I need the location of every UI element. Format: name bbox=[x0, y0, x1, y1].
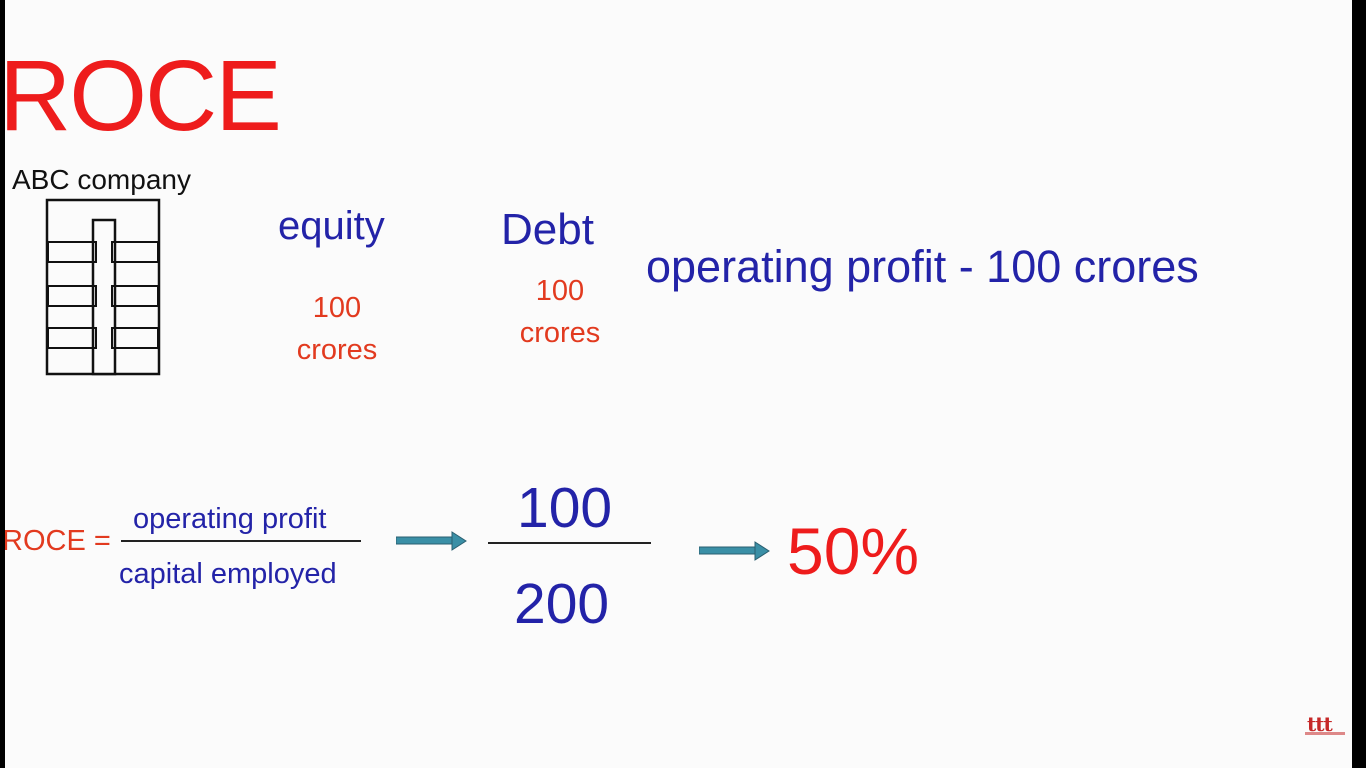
company-label: ABC company bbox=[12, 164, 191, 195]
debt-value: 100 crores bbox=[519, 275, 601, 349]
page-title: ROCE bbox=[5, 40, 282, 152]
watermark-underline bbox=[1305, 732, 1345, 735]
formula-numerator: operating profit bbox=[133, 503, 327, 535]
calculation-fraction-line bbox=[488, 542, 651, 544]
arrow-right-icon bbox=[699, 541, 770, 561]
calculation-numerator: 100 bbox=[517, 476, 613, 540]
operating-profit-text: operating profit - 100 crores bbox=[646, 241, 1199, 292]
calculation-denominator: 200 bbox=[514, 572, 610, 636]
result-value: 50% bbox=[787, 514, 920, 588]
building-icon bbox=[45, 198, 161, 376]
equity-label: equity bbox=[278, 204, 385, 248]
formula-label: ROCE = bbox=[5, 525, 111, 557]
slide: ROCE ABC company equity 100 crores Debt … bbox=[5, 0, 1352, 768]
equity-value: 100 crores bbox=[296, 292, 378, 366]
arrow-right-icon bbox=[396, 531, 467, 551]
formula-denominator: capital employed bbox=[119, 558, 337, 590]
watermark-logo: ttt bbox=[1301, 712, 1349, 740]
formula-fraction-line bbox=[121, 540, 361, 542]
debt-label: Debt bbox=[501, 205, 594, 254]
